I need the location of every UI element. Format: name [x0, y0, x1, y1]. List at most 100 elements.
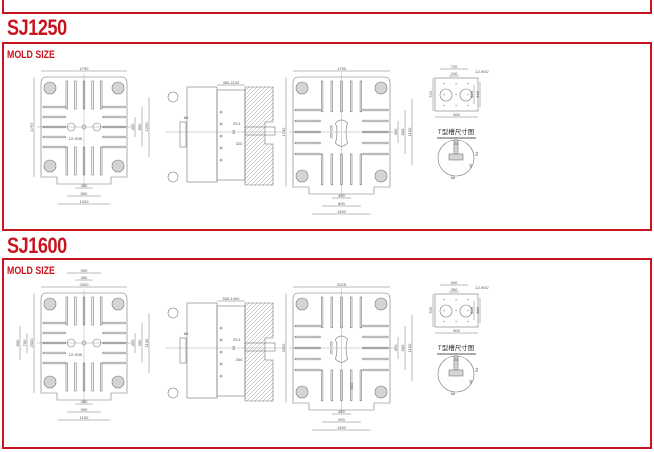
bolt-mark: +	[443, 297, 446, 302]
dimension-label: 260	[451, 287, 458, 292]
fixed-platen-section	[244, 86, 274, 186]
holes-note: 12-Φ32	[475, 285, 489, 290]
t-slot	[42, 145, 66, 149]
ejector-plate	[179, 337, 187, 364]
t-slot	[102, 361, 126, 365]
dimension-label: 2025	[337, 282, 347, 287]
tie-bar-hole	[111, 159, 125, 173]
dimension-label: 40	[468, 379, 473, 384]
t-slot	[74, 80, 77, 110]
mold-size-label: MOLD SIZE	[7, 265, 55, 277]
t-slot	[362, 141, 389, 145]
tie-bar-hole	[111, 375, 125, 389]
dimension-label: 800	[15, 339, 20, 346]
mold-size-label: MOLD SIZE	[7, 49, 55, 61]
t-slot	[362, 324, 389, 328]
t-slot	[320, 369, 324, 402]
t-slot	[320, 153, 324, 186]
dimension-label: 264	[236, 357, 243, 362]
dimension-label: 440	[475, 90, 480, 97]
dimension-label: 80	[184, 331, 189, 336]
t-slot	[42, 331, 66, 335]
dimension-label: 900	[453, 328, 460, 333]
t-slot	[42, 351, 66, 355]
t-slot	[294, 152, 321, 156]
t-slot	[102, 105, 126, 109]
t-slot-base	[448, 153, 464, 161]
t-slot	[91, 146, 94, 176]
t-slot	[362, 368, 389, 372]
moving-platen-body	[186, 86, 218, 183]
t-slot	[102, 321, 126, 325]
t-slot-plate	[434, 293, 479, 328]
dimension-label: 720	[451, 64, 458, 69]
t-slot	[350, 80, 353, 113]
tie-bar-hole	[43, 159, 57, 173]
t-slot	[330, 369, 333, 402]
t-slot	[102, 351, 126, 355]
fixed-platen-section	[244, 302, 274, 402]
bolt-mark: +	[443, 319, 446, 324]
toggle-pivot	[167, 387, 179, 399]
tie-bar-hole	[111, 81, 125, 95]
t-slot	[294, 324, 321, 328]
dimension-label: 700	[428, 306, 433, 313]
dimension-label: 900	[81, 268, 88, 273]
toggle-pivot	[167, 307, 179, 319]
t-slot	[100, 362, 103, 392]
t-slot	[294, 108, 321, 112]
bolt-mark: +	[455, 308, 458, 313]
previous-section-frame	[2, 0, 652, 14]
dimension-label: 1200	[144, 122, 149, 132]
dimension-label: 450	[81, 399, 88, 404]
bolt-mark: +	[455, 319, 458, 324]
dimension-label: 1790	[80, 66, 90, 71]
dimension-label: 25.1	[233, 337, 242, 342]
t-slot	[330, 80, 333, 113]
dimension-label: 40	[468, 163, 473, 168]
bolt-mark: +	[467, 297, 470, 302]
tie-bar-hole	[374, 385, 388, 399]
t-slot	[294, 119, 321, 123]
section-sj1600: MOLD SIZE	[2, 258, 652, 449]
dimension-label: 380	[469, 90, 474, 97]
t-slot	[362, 119, 389, 123]
tie-bar-hole	[374, 81, 388, 95]
t-slot	[100, 146, 103, 176]
platen-outline	[40, 292, 128, 401]
hole-note: 12-Φ45	[69, 136, 83, 141]
dimension-label: 800	[338, 201, 345, 206]
t-slot	[102, 145, 126, 149]
t-slot	[91, 296, 94, 326]
t-slot	[294, 335, 321, 339]
tie-bar-hole	[295, 81, 309, 95]
dimension-label: 320	[236, 141, 243, 146]
dimension-label: 66	[451, 175, 456, 180]
bolt-mark: +	[467, 308, 470, 313]
tie-bar-hole	[374, 169, 388, 183]
tie-bar-hole	[43, 297, 57, 311]
ejector-opening	[335, 119, 348, 147]
bolt-mark: +	[467, 319, 470, 324]
dimension-label: 900	[81, 407, 88, 412]
dimension-label: 1200	[80, 199, 90, 204]
locating-hole	[459, 88, 473, 102]
bolt-mark: +	[443, 308, 446, 313]
t-slot	[294, 357, 321, 361]
bolt-hole	[219, 110, 223, 114]
t-slot	[330, 296, 333, 329]
dimension-label: 400	[338, 193, 345, 198]
dimension-label: 66	[451, 391, 456, 396]
t-slot	[42, 321, 66, 325]
t-slot	[42, 135, 66, 139]
t-slot-diagram-title: T型槽尺寸图	[438, 343, 474, 352]
t-slot	[65, 296, 68, 326]
model-title-sj1600: SJ1600	[7, 233, 67, 258]
